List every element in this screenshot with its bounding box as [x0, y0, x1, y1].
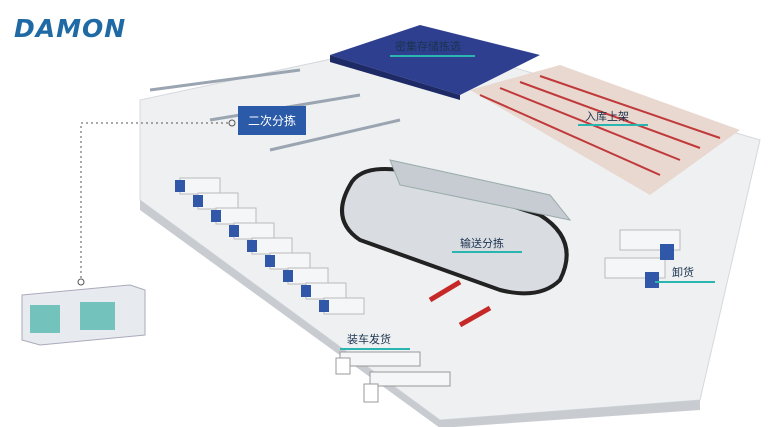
dense-storage-label: 密集存储拣选	[395, 40, 461, 53]
secondary-sort-label: 二次分拣	[238, 106, 307, 135]
dense-storage-block	[330, 25, 540, 95]
loading-underline	[340, 348, 410, 350]
loading-label: 装车发货	[347, 333, 391, 346]
putaway-underline	[578, 124, 648, 126]
trucks-left	[175, 177, 365, 315]
conveyor-sort-loop	[340, 167, 569, 296]
conveyor-sort-chutes	[389, 159, 572, 221]
unloading-underline	[655, 281, 715, 283]
unloading-label: 卸货	[672, 266, 694, 279]
unloading-trucks	[604, 229, 681, 288]
shipping-trucks	[335, 351, 451, 403]
callout-connector	[80, 122, 230, 278]
dense-storage-underline	[390, 55, 475, 57]
loading-conveyor-1	[428, 279, 462, 303]
conveyor-sort-underline	[452, 251, 522, 253]
putaway-label: 入库上架	[585, 110, 629, 123]
damon-logo: DAMON	[14, 14, 127, 43]
workstation-machine	[21, 284, 146, 346]
conveyor-sort-label: 输送分拣	[460, 237, 504, 250]
loading-conveyor-2	[458, 305, 492, 328]
